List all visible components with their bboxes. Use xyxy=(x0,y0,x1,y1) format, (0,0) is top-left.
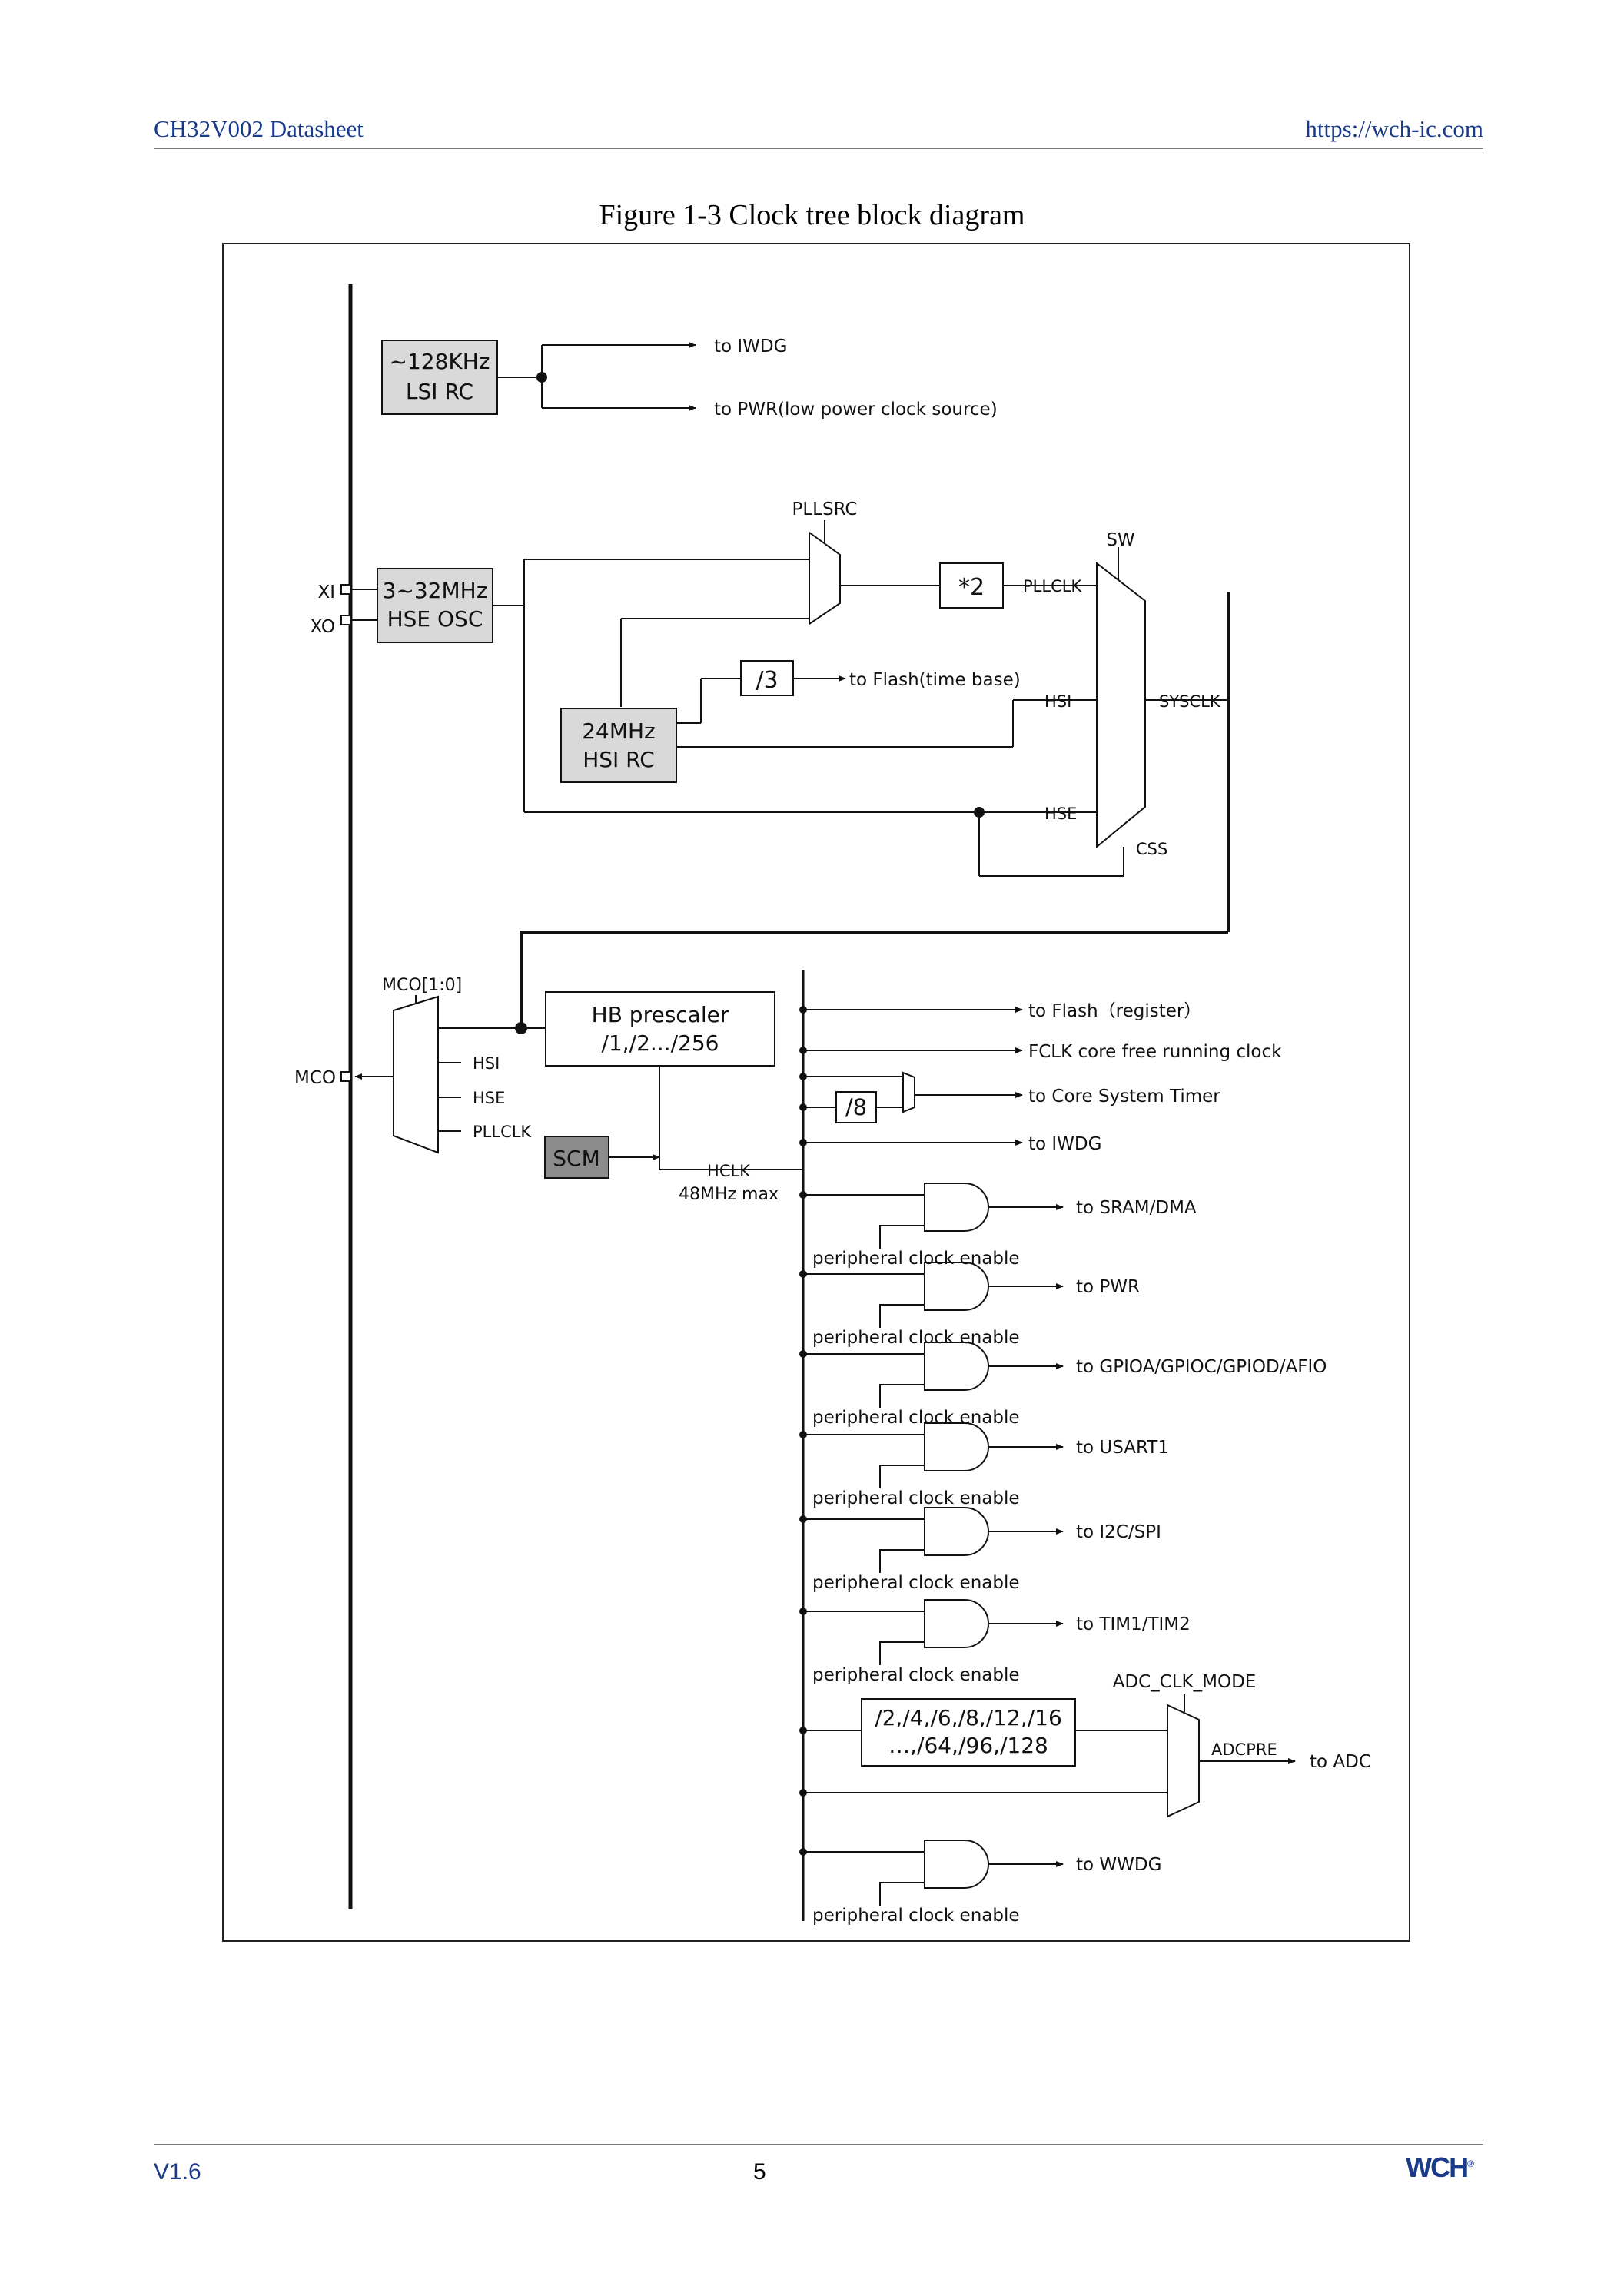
header-url[interactable]: https://wch-ic.com xyxy=(1305,115,1483,142)
lsi-rc-block xyxy=(381,340,498,415)
adc-div-label-1: /2,/4,/6,/8,/12,/16 xyxy=(875,1705,1062,1730)
page-footer: V1.6 5 WCH® xyxy=(154,2144,1483,2191)
page-number: 5 xyxy=(753,2159,766,2185)
to-flash-time-label: to Flash(time base) xyxy=(849,670,1021,690)
to-flash-reg-label: to Flash（register） xyxy=(1028,1001,1201,1021)
hse-osc-block xyxy=(377,568,493,643)
peripheral-output-label-6: to TIM1/TIM2 xyxy=(1076,1614,1191,1634)
mul2-label: *2 xyxy=(958,574,985,601)
fclk-label: FCLK core free running clock xyxy=(1028,1042,1282,1062)
hclk-max-label: 48MHz max xyxy=(679,1185,779,1204)
adcpre-label: ADCPRE xyxy=(1211,1740,1277,1759)
adc-mux xyxy=(1167,1704,1200,1818)
peripheral-output-label-5: to I2C/SPI xyxy=(1076,1522,1161,1542)
junction-dots xyxy=(515,372,985,1856)
pllsrc-label: PLLSRC xyxy=(792,499,858,519)
sw-label: SW xyxy=(1106,530,1134,550)
peripheral-enable-label-2: peripheral clock enable xyxy=(812,1328,1020,1348)
peripheral-output-label-4: to USART1 xyxy=(1076,1438,1169,1458)
peripheral-enable-label-3: peripheral clock enable xyxy=(812,1408,1020,1428)
hsi-input-label: HSI xyxy=(1044,692,1071,711)
lsi-label-2: LSI RC xyxy=(406,379,473,404)
peripheral-output-label-7: to WWDG xyxy=(1076,1855,1161,1875)
adc-div-label-2: …,/64,/96,/128 xyxy=(888,1733,1048,1758)
mco-pllclk-label: PLLCLK xyxy=(473,1123,532,1141)
scm-label: SCM xyxy=(553,1146,599,1171)
mco-label: MCO xyxy=(294,1068,336,1088)
div3-label: /3 xyxy=(756,667,778,694)
and-gate-6 xyxy=(924,1599,989,1648)
lsi-label-1: ~128KHz xyxy=(389,349,490,374)
pllsrc-mux xyxy=(809,531,841,625)
wch-logo: WCH® xyxy=(1406,2152,1474,2183)
and-gate-4 xyxy=(924,1422,989,1471)
xo-pin xyxy=(340,615,351,625)
peripheral-enable-label-5: peripheral clock enable xyxy=(812,1573,1020,1593)
to-core-timer-label: to Core System Timer xyxy=(1028,1087,1220,1107)
peripheral-output-label-3: to GPIOA/GPIOC/GPIOD/AFIO xyxy=(1076,1357,1327,1377)
and-gate-1 xyxy=(924,1183,989,1232)
peripheral-enable-label-6: peripheral clock enable xyxy=(812,1665,1020,1685)
adc-div-block xyxy=(861,1698,1076,1767)
mco-select-label: MCO[1:0] xyxy=(382,976,462,995)
hb-prescaler-label-1: HB prescaler xyxy=(592,1002,729,1027)
xo-label: XO xyxy=(311,617,335,637)
xi-label: XI xyxy=(317,582,335,602)
hse-osc-label-2: HSE OSC xyxy=(387,606,483,632)
figure-title: Figure 1-3 Clock tree block diagram xyxy=(599,199,1025,231)
peripheral-enable-label-1: peripheral clock enable xyxy=(812,1249,1020,1269)
to-iwdg-label: to IWDG xyxy=(1028,1134,1101,1154)
page-header: CH32V002 Datasheet https://wch-ic.com xyxy=(154,115,1483,149)
and-gate-7 xyxy=(924,1840,989,1889)
sw-mux xyxy=(1096,561,1146,849)
to-adc-label: to ADC xyxy=(1310,1752,1371,1772)
mco-hse-label: HSE xyxy=(473,1089,505,1107)
mco-mux xyxy=(393,995,439,1154)
peripheral-enable-label-4: peripheral clock enable xyxy=(812,1488,1020,1508)
peripheral-output-label-2: to PWR xyxy=(1076,1277,1140,1297)
hsi-rc-block xyxy=(560,708,677,783)
hse-osc-label-1: 3~32MHz xyxy=(383,578,488,603)
hclk-label: HCLK xyxy=(707,1162,751,1180)
sysclk-label: SYSCLK xyxy=(1159,692,1221,711)
hb-prescaler-label-2: /1,/2.../256 xyxy=(602,1030,719,1056)
peripheral-output-label-1: to SRAM/DMA xyxy=(1076,1198,1197,1218)
peripheral-enable-label-7: peripheral clock enable xyxy=(812,1906,1020,1926)
and-gate-3 xyxy=(924,1342,989,1391)
mco-hsi-label: HSI xyxy=(473,1054,500,1073)
scm-block xyxy=(544,1136,609,1179)
hsi-rc-label-2: HSI RC xyxy=(583,747,655,772)
to-iwdg-top-label: to IWDG xyxy=(714,337,787,357)
and-gate-5 xyxy=(924,1507,989,1556)
div8-label: /8 xyxy=(845,1094,867,1120)
mco-pin xyxy=(340,1071,351,1082)
css-label: CSS xyxy=(1136,840,1167,858)
and-gate-2 xyxy=(924,1262,989,1311)
core-timer-mux xyxy=(902,1071,915,1113)
hsi-rc-label-1: 24MHz xyxy=(582,718,656,744)
figure-frame xyxy=(222,243,1410,1942)
pllclk-label: PLLCLK xyxy=(1023,577,1082,596)
version-label: V1.6 xyxy=(154,2159,201,2185)
adc-clk-mode-label: ADC_CLK_MODE xyxy=(1113,1672,1257,1692)
hse-input-label: HSE xyxy=(1044,805,1077,823)
to-pwr-lp-label: to PWR(low power clock source) xyxy=(714,400,998,420)
xi-pin xyxy=(340,584,351,595)
doc-title: CH32V002 Datasheet xyxy=(154,115,364,142)
